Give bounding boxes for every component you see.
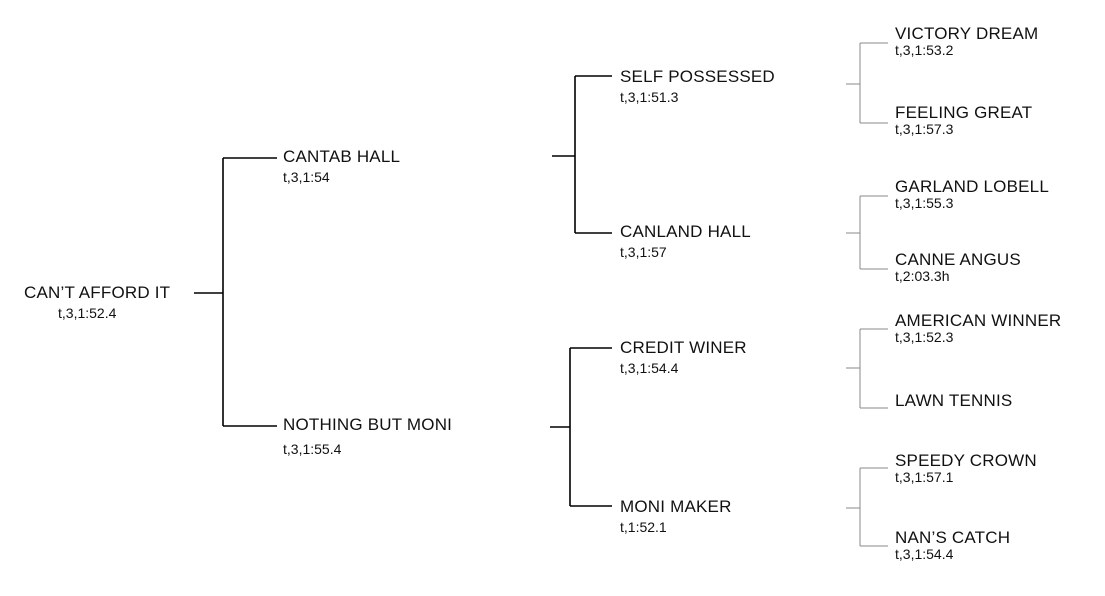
sd-dam-horse: CANNE ANGUS t,2:03.3h: [895, 250, 1021, 284]
sire-sire-name: SELF POSSESSED: [620, 67, 775, 86]
ds-sire-horse: AMERICAN WINNER t,3,1:52.3: [895, 311, 1061, 345]
dam-sire-record: t,3,1:54.4: [620, 360, 679, 376]
dd-sire-record: t,3,1:57.1: [895, 469, 954, 485]
ss-sire-name: VICTORY DREAM: [895, 24, 1039, 43]
sire-dam-name: CANLAND HALL: [620, 222, 751, 241]
dd-sire-name: SPEEDY CROWN: [895, 451, 1037, 470]
dam-sire-horse: CREDIT WINER t,3,1:54.4: [620, 338, 747, 376]
dam-horse: NOTHING BUT MONI t,3,1:55.4: [283, 415, 452, 457]
dd-dam-record: t,3,1:54.4: [895, 546, 954, 562]
ds-dam-name: LAWN TENNIS: [895, 391, 1013, 410]
dd-dam-horse: NAN’S CATCH t,3,1:54.4: [895, 528, 1010, 562]
sire-dam-horse: CANLAND HALL t,3,1:57: [620, 222, 751, 260]
sire-sire-horse: SELF POSSESSED t,3,1:51.3: [620, 67, 775, 105]
sire-record: t,3,1:54: [283, 169, 330, 185]
sd-sire-record: t,3,1:55.3: [895, 195, 954, 211]
sire-horse: CANTAB HALL t,3,1:54: [283, 147, 400, 185]
ss-dam-record: t,3,1:57.3: [895, 121, 954, 137]
sd-dam-name: CANNE ANGUS: [895, 250, 1021, 269]
dam-dam-record: t,1:52.1: [620, 519, 667, 535]
ds-sire-name: AMERICAN WINNER: [895, 311, 1062, 330]
dd-sire-horse: SPEEDY CROWN t,3,1:57.1: [895, 451, 1037, 485]
sd-sire-name: GARLAND LOBELL: [895, 177, 1049, 196]
subject-name: CAN’T AFFORD IT: [24, 283, 171, 302]
ss-dam-horse: FEELING GREAT t,3,1:57.3: [895, 103, 1032, 137]
sire-sire-record: t,3,1:51.3: [620, 89, 679, 105]
dam-dam-name: MONI MAKER: [620, 497, 732, 516]
sire-name: CANTAB HALL: [283, 147, 401, 166]
dam-dam-horse: MONI MAKER t,1:52.1: [620, 497, 732, 535]
subject-record: t,3,1:52.4: [58, 305, 117, 321]
dd-dam-name: NAN’S CATCH: [895, 528, 1011, 547]
sire-dam-record: t,3,1:57: [620, 244, 667, 260]
subject-horse: CAN’T AFFORD IT t,3,1:52.4: [24, 283, 170, 321]
ss-sire-horse: VICTORY DREAM t,3,1:53.2: [895, 24, 1038, 58]
sd-dam-record: t,2:03.3h: [895, 268, 950, 284]
ds-sire-record: t,3,1:52.3: [895, 329, 954, 345]
ss-sire-record: t,3,1:53.2: [895, 42, 954, 58]
dam-sire-name: CREDIT WINER: [620, 338, 747, 357]
dam-name: NOTHING BUT MONI: [283, 415, 453, 434]
dam-record: t,3,1:55.4: [283, 441, 342, 457]
sd-sire-horse: GARLAND LOBELL t,3,1:55.3: [895, 177, 1049, 211]
ds-dam-horse: LAWN TENNIS: [895, 391, 1012, 410]
ss-dam-name: FEELING GREAT: [895, 103, 1033, 122]
